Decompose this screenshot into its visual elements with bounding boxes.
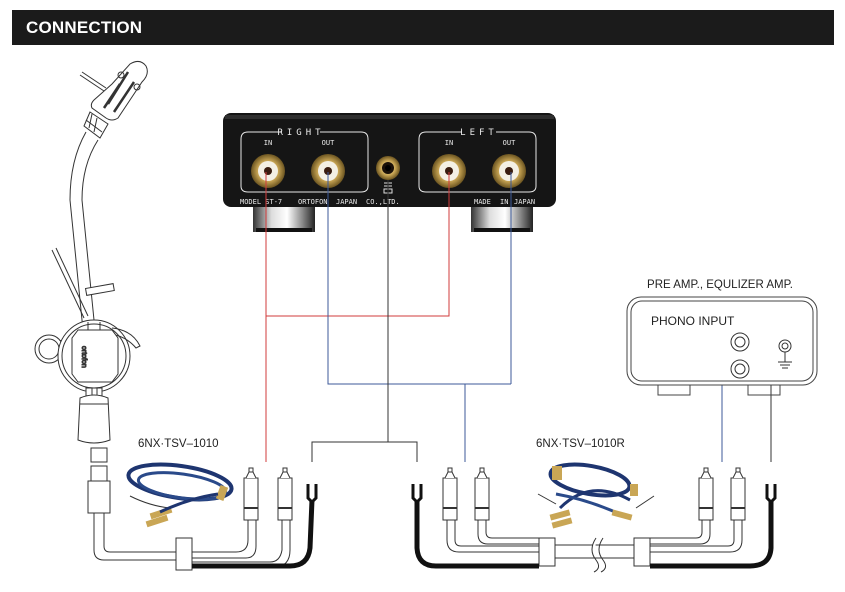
cable-2-split-sleeve-right	[633, 537, 651, 567]
brand-label: ORTOFON	[298, 198, 328, 206]
country-label: JAPAN	[336, 198, 357, 206]
amp-ground-symbol	[778, 352, 792, 369]
wire-blue-right-out	[327, 172, 511, 385]
step-up-transformer: RIGHT IN OUT	[223, 113, 556, 232]
tonearm-cable: 6NX·TSV–1010	[93, 438, 318, 571]
wiring	[265, 172, 780, 462]
amp-ground-terminal[interactable]	[778, 339, 792, 353]
made-label: MADE	[474, 198, 491, 206]
cable-2-photo	[537, 462, 655, 529]
cable-2-split-sleeve-left	[538, 537, 556, 567]
phono-input-jack-1[interactable]	[730, 332, 750, 352]
amplifier-title: PRE AMP., EQULIZER AMP.	[647, 279, 793, 291]
wire-ground-split	[311, 441, 418, 462]
company-label: CO.,LTD.	[366, 198, 400, 206]
transformer-foot-right	[471, 207, 533, 232]
cable-1-split-sleeve	[175, 537, 193, 571]
transformer-foot-left	[253, 207, 315, 232]
channel-left-label: LEFT	[460, 128, 498, 138]
section-title: CONNECTION	[26, 18, 143, 37]
right-in-label: IN	[264, 139, 272, 147]
cartridge-headshell	[79, 60, 148, 139]
wire-red-left-in	[266, 172, 450, 317]
left-out-label: OUT	[503, 139, 516, 147]
phono-input-label: PHONO INPUT	[651, 314, 735, 328]
in-label: IN	[500, 198, 508, 206]
interconnect-cable: 6NX·TSV–1010R	[411, 438, 777, 573]
channel-right-label: RIGHT	[277, 128, 324, 138]
cable-2-rca-plug-3[interactable]	[698, 467, 714, 521]
left-in-label: IN	[445, 139, 453, 147]
channel-right: RIGHT IN OUT	[240, 128, 369, 193]
right-in-jack[interactable]	[251, 154, 285, 188]
cable-2-rca-plug-2[interactable]	[474, 467, 490, 521]
country-label-2: JAPAN	[514, 198, 535, 206]
right-out-label: OUT	[322, 139, 335, 147]
cable-2-name: 6NX·TSV–1010R	[536, 438, 625, 450]
ground-terminal[interactable]	[376, 156, 400, 180]
right-out-jack[interactable]	[311, 154, 345, 188]
phono-input-jack-2[interactable]	[730, 359, 750, 379]
section-header: CONNECTION	[12, 10, 834, 45]
left-in-jack[interactable]	[432, 154, 466, 188]
cable-1-rca-plug-2[interactable]	[277, 467, 293, 521]
cable-2-rca-plug-1[interactable]	[442, 467, 458, 521]
cable-2-rca-plug-4[interactable]	[730, 467, 746, 521]
cable-1-photo	[126, 462, 234, 528]
channel-left: LEFT IN OUT	[418, 128, 537, 193]
tonearm-brand-mark: ortofon	[80, 346, 87, 368]
pre-amplifier: PRE AMP., EQULIZER AMP. PHONO INPUT	[626, 279, 818, 396]
left-out-jack[interactable]	[492, 154, 526, 188]
cable-1-rca-plug-1[interactable]	[243, 467, 259, 521]
tonearm: ortofon	[34, 60, 148, 514]
model-label: MODEL ST-7	[240, 198, 282, 206]
cable-1-name: 6NX·TSV–1010	[138, 438, 219, 450]
